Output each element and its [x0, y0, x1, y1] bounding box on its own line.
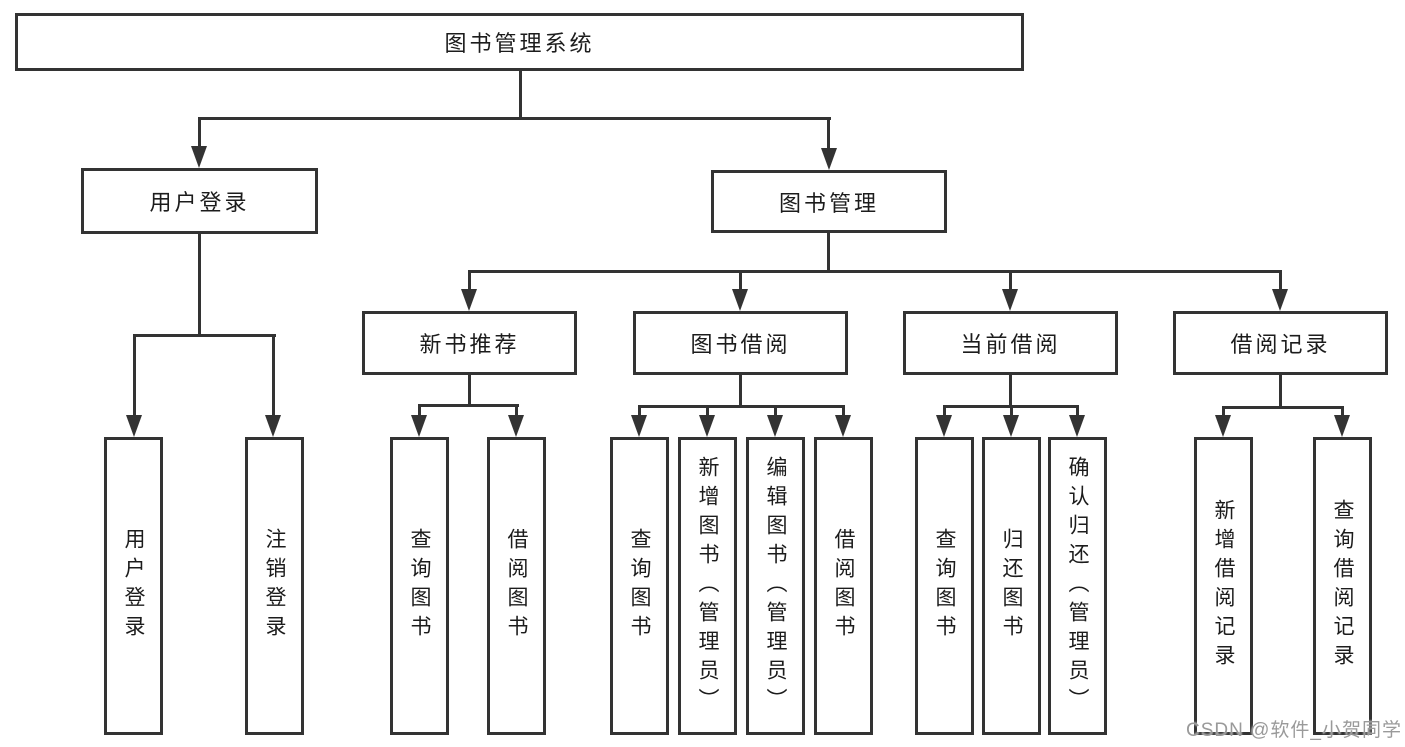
connector-line [519, 70, 522, 118]
leaf-label: 查询图书 [933, 528, 956, 644]
arrow-down-icon [732, 289, 748, 311]
connector-line [198, 234, 201, 335]
connector-line [774, 405, 777, 417]
leaf-newbook-query-books: 查询图书 [390, 437, 449, 735]
connector-line [468, 270, 471, 292]
leaf-label: 归还图书 [1000, 528, 1023, 644]
arrow-down-icon [1215, 415, 1231, 437]
connector-line [468, 270, 1282, 273]
leaf-borrow-borrow-books: 借阅图书 [814, 437, 873, 735]
arrow-down-icon [1334, 415, 1350, 437]
connector-line [418, 404, 519, 407]
connector-line [1076, 405, 1079, 417]
leaf-logout: 注销登录 [245, 437, 304, 735]
leaf-label: 新增借阅记录 [1212, 499, 1235, 673]
node-current-borrowing: 当前借阅 [903, 311, 1118, 375]
leaf-label: 确认归还（管理员） [1066, 455, 1089, 717]
leaf-records-query-record: 查询借阅记录 [1313, 437, 1372, 735]
connector-line [1279, 375, 1282, 409]
connector-line [842, 405, 845, 417]
arrow-down-icon [265, 415, 281, 437]
connector-line [1222, 406, 1344, 409]
leaf-newbook-borrow-books: 借阅图书 [487, 437, 546, 735]
connector-line [1009, 375, 1012, 407]
leaf-label: 借阅图书 [832, 528, 855, 644]
arrow-down-icon [126, 415, 142, 437]
connector-line [1009, 270, 1012, 292]
leaf-current-confirm-return-admin: 确认归还（管理员） [1048, 437, 1107, 735]
leaf-label: 借阅图书 [505, 528, 528, 644]
node-label: 用户登录 [149, 190, 250, 215]
node-new-book-recommendation: 新书推荐 [362, 311, 577, 375]
connector-line [1279, 270, 1282, 292]
connector-line [638, 405, 845, 408]
node-library-system: 图书管理系统 [15, 13, 1024, 71]
connector-line [515, 404, 518, 417]
leaf-label: 用户登录 [122, 528, 145, 644]
arrow-down-icon [508, 415, 524, 437]
arrow-down-icon [1069, 415, 1085, 437]
node-book-borrowing: 图书借阅 [633, 311, 848, 375]
connector-line [706, 405, 709, 417]
arrow-down-icon [936, 415, 952, 437]
arrow-down-icon [767, 415, 783, 437]
connector-line [1341, 406, 1344, 417]
connector-line [198, 117, 201, 149]
connector-line [133, 334, 276, 337]
arrow-down-icon [1272, 289, 1288, 311]
connector-line [1010, 405, 1013, 417]
leaf-current-query-books: 查询图书 [915, 437, 974, 735]
connector-line [638, 405, 641, 417]
leaf-label: 查询借阅记录 [1331, 499, 1354, 673]
arrow-down-icon [699, 415, 715, 437]
arrow-down-icon [631, 415, 647, 437]
node-label: 新书推荐 [419, 332, 520, 357]
leaf-borrow-add-books-admin: 新增图书（管理员） [678, 437, 737, 735]
connector-line [739, 270, 742, 292]
leaf-label: 新增图书（管理员） [696, 455, 719, 717]
leaf-records-add-record: 新增借阅记录 [1194, 437, 1253, 735]
leaf-label: 注销登录 [263, 528, 286, 644]
leaf-borrow-edit-books-admin: 编辑图书（管理员） [746, 437, 805, 735]
connector-line [1222, 406, 1225, 417]
arrow-down-icon [821, 148, 837, 170]
node-label: 当前借阅 [960, 332, 1061, 357]
leaf-label: 编辑图书（管理员） [764, 455, 787, 717]
arrow-down-icon [191, 146, 207, 168]
leaf-current-return-books: 归还图书 [982, 437, 1041, 735]
node-label: 图书管理系统 [444, 31, 595, 56]
arrow-down-icon [1003, 415, 1019, 437]
arrow-down-icon [461, 289, 477, 311]
node-user-login: 用户登录 [81, 168, 318, 234]
node-book-management: 图书管理 [711, 170, 947, 233]
leaf-label: 查询图书 [408, 528, 431, 644]
leaf-borrow-query-books: 查询图书 [610, 437, 669, 735]
connector-line [739, 375, 742, 407]
arrow-down-icon [1002, 289, 1018, 311]
connector-line [133, 334, 136, 416]
connector-line [198, 117, 831, 120]
watermark: CSDN @软件_小贺同学 [1186, 720, 1402, 741]
connector-line [827, 117, 830, 151]
connector-line [418, 404, 421, 417]
node-borrowing-records: 借阅记录 [1173, 311, 1388, 375]
node-label: 借阅记录 [1230, 332, 1331, 357]
connector-line [468, 375, 471, 406]
node-label: 图书管理 [778, 190, 879, 216]
connector-line [827, 233, 830, 271]
node-label: 图书借阅 [690, 332, 791, 357]
arrow-down-icon [411, 415, 427, 437]
leaf-label: 查询图书 [628, 528, 651, 644]
leaf-user-login: 用户登录 [104, 437, 163, 735]
arrow-down-icon [835, 415, 851, 437]
connector-line [943, 405, 946, 417]
connector-line [272, 334, 275, 416]
